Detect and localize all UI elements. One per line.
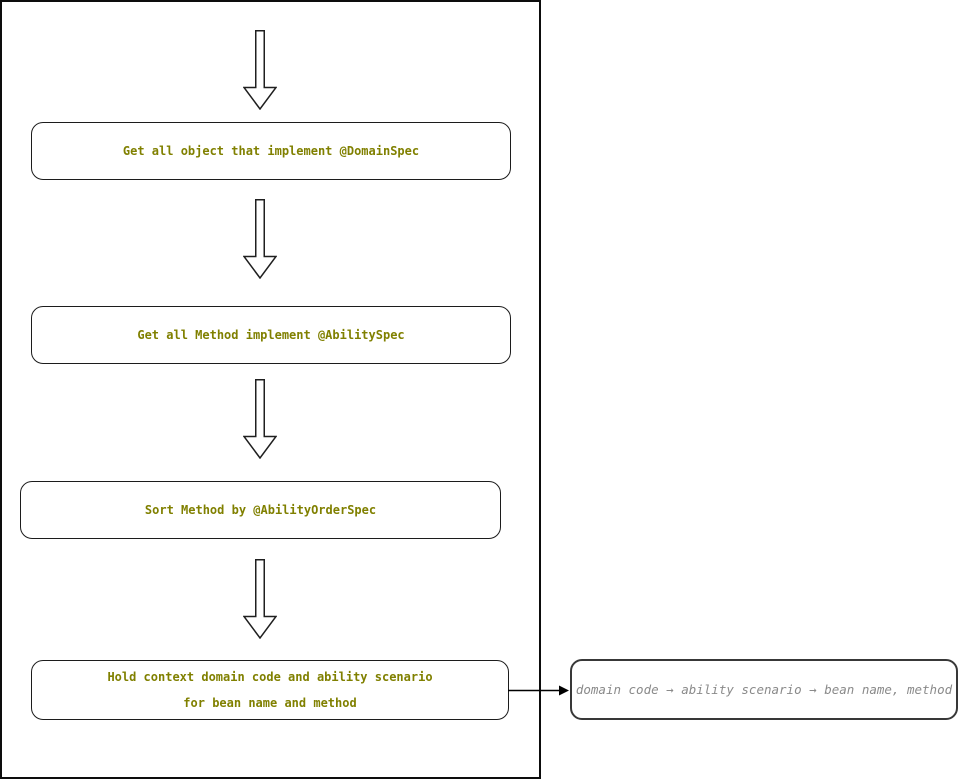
step-box-hold-context: Hold context domain code and ability sce… <box>31 660 509 720</box>
step-label-line-1: Hold context domain code and ability sce… <box>107 670 433 684</box>
flow-boundary-container <box>0 0 541 779</box>
step-label: Get all Method implement @AbilitySpec <box>137 328 405 342</box>
step-box-get-domainspec-objects: Get all object that implement @DomainSpe… <box>31 122 511 180</box>
down-arrow-icon-4 <box>243 559 277 639</box>
down-arrow-icon-3 <box>243 379 277 459</box>
connector-arrow-icon <box>508 685 569 696</box>
down-arrow-icon-1 <box>243 30 277 110</box>
step-box-get-abilityspec-methods: Get all Method implement @AbilitySpec <box>31 306 511 364</box>
result-label: domain code → ability scenario → bean na… <box>575 682 953 697</box>
step-label: Sort Method by @AbilityOrderSpec <box>144 503 377 517</box>
down-arrow-icon-2 <box>243 199 277 279</box>
step-box-sort-methods: Sort Method by @AbilityOrderSpec <box>20 481 501 539</box>
step-label: Get all object that implement @DomainSpe… <box>122 144 420 158</box>
result-box-mapping: domain code → ability scenario → bean na… <box>570 659 958 720</box>
step-label-line-2: for bean name and method <box>183 696 357 710</box>
